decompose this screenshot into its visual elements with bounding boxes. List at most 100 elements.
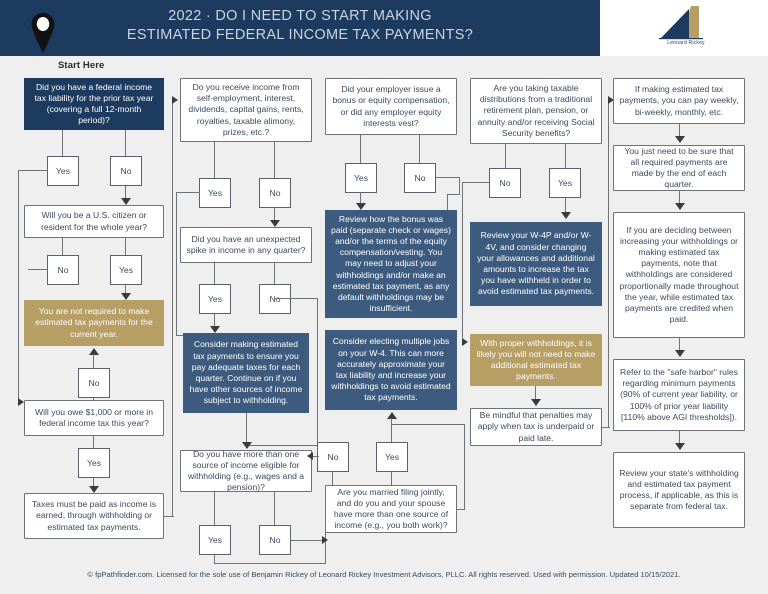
node-col3-q1: Did your employer issue a bonus or equit… (325, 78, 457, 135)
connector (360, 193, 362, 207)
sailboat-logo-icon (659, 6, 703, 40)
node-col4-outcome-proper-withholdings: With proper withholdings, it is likely y… (470, 334, 602, 386)
connector (274, 142, 276, 178)
connector (125, 238, 127, 255)
page-title: 2022 · DO I NEED TO START MAKING ESTIMAT… (0, 7, 600, 45)
connector (505, 144, 507, 168)
connector-arrow (675, 203, 685, 210)
node-col5-note-4: Refer to the "safe harbor" rules regardi… (613, 359, 745, 431)
connector (360, 135, 362, 163)
node-col1-q2: Will you be a U.S. citizen or resident f… (24, 205, 164, 238)
node-col3-action-w4-multiple-jobs: Consider electing multiple jobs on your … (325, 330, 457, 410)
connector (462, 182, 464, 342)
answer-col1-q2-yes[interactable]: Yes (110, 255, 142, 285)
answer-col3-q1-yes[interactable]: Yes (345, 163, 377, 193)
connector-arrow (462, 338, 468, 346)
answer-col1-q2-no[interactable]: No (47, 255, 79, 285)
connector (214, 563, 326, 565)
connector (291, 540, 325, 542)
connector-arrow (89, 348, 99, 355)
answer-col4-q1-yes[interactable]: Yes (549, 168, 581, 198)
answer-col1-q1-no[interactable]: No (110, 156, 142, 186)
node-col5-note-1: If making estimated tax payments, you ca… (613, 78, 745, 124)
connector (457, 509, 465, 511)
page-title-line2: ESTIMATED FEDERAL INCOME TAX PAYMENTS? (126, 27, 474, 43)
answer-col1-q3-yes[interactable]: Yes (78, 448, 110, 478)
connector (214, 263, 216, 284)
answer-col2-q3-no[interactable]: No (259, 525, 291, 555)
connector (274, 492, 276, 525)
connector (274, 263, 276, 284)
connector-arrow (387, 412, 397, 419)
node-col2-action-estimated-payments: Consider making estimated tax payments t… (183, 333, 309, 413)
connector (93, 436, 95, 448)
connector (602, 427, 610, 429)
node-col3-action-bonus-review: Review how the bonus was paid (separate … (325, 210, 457, 318)
connector (679, 338, 681, 354)
node-col4-q1: Are you taking taxable distributions fro… (470, 78, 602, 144)
connector (447, 194, 449, 212)
header-band (0, 0, 610, 56)
connector (246, 445, 318, 447)
connector (172, 100, 174, 516)
connector (93, 354, 95, 368)
connector (447, 194, 460, 196)
connector (325, 524, 327, 542)
node-col3-q2: Are you married filing jointly, and do y… (325, 485, 457, 533)
connector (28, 269, 48, 271)
connector (462, 182, 490, 184)
connector (391, 418, 393, 442)
connector (419, 135, 421, 163)
connector (325, 540, 327, 564)
connector (125, 186, 127, 204)
node-col2-q3: Do you have more than one source of inco… (180, 449, 312, 492)
connector (436, 177, 460, 179)
connector (391, 424, 465, 426)
connector (125, 285, 127, 298)
node-col5-note-3: If you are deciding between increasing y… (613, 212, 745, 338)
connector (176, 192, 178, 335)
connector (214, 555, 216, 564)
connector-arrow (675, 136, 685, 143)
connector (679, 431, 681, 447)
logo-text: Leonard Rickey (667, 40, 705, 46)
node-col5-note-5: Review your state's withholding and esti… (613, 452, 745, 528)
answer-col1-q1-yes[interactable]: Yes (47, 156, 79, 186)
answer-col2-q3-yes[interactable]: Yes (199, 525, 231, 555)
connector (274, 298, 318, 300)
connector (459, 177, 461, 195)
logo: Leonard Rickey (600, 0, 768, 56)
connector (214, 492, 216, 525)
connector-arrow (608, 96, 614, 104)
connector-arrow (121, 198, 131, 205)
connector-arrow (270, 220, 280, 227)
page-title-line1: 2022 · DO I NEED TO START MAKING (168, 8, 432, 24)
node-col4-action-w4p-review: Review your W-4P and/or W-4V, and consid… (470, 222, 602, 306)
answer-col3-q1-no[interactable]: No (404, 163, 436, 193)
connector (565, 144, 567, 168)
map-pin-icon (31, 13, 55, 53)
connector-arrow (172, 96, 178, 104)
connector (679, 191, 681, 207)
answer-col3-q2-no[interactable]: No (317, 442, 349, 472)
answer-col3-q2-yes[interactable]: Yes (376, 442, 408, 472)
connector-arrow (356, 203, 366, 210)
answer-col2-q1-yes[interactable]: Yes (199, 178, 231, 208)
node-col1-outcome-not-required: You are not required to make estimated t… (24, 300, 164, 346)
connector (464, 424, 466, 510)
answer-col2-q2-yes[interactable]: Yes (199, 284, 231, 314)
connector (164, 516, 174, 518)
connector (62, 130, 64, 156)
connector-arrow (322, 536, 328, 544)
connector (391, 472, 393, 486)
node-col4-note-penalties: Be mindful that penalties may apply when… (470, 408, 602, 446)
connector (246, 413, 248, 448)
answer-col1-q3-no[interactable]: No (78, 368, 110, 398)
answer-col4-q1-no[interactable]: No (489, 168, 521, 198)
answer-col2-q1-no[interactable]: No (259, 178, 291, 208)
connector (332, 472, 334, 486)
connector-arrow (531, 399, 541, 406)
connector (18, 170, 48, 172)
node-col1-q3: Will you owe $1,000 or more in federal i… (24, 400, 164, 436)
